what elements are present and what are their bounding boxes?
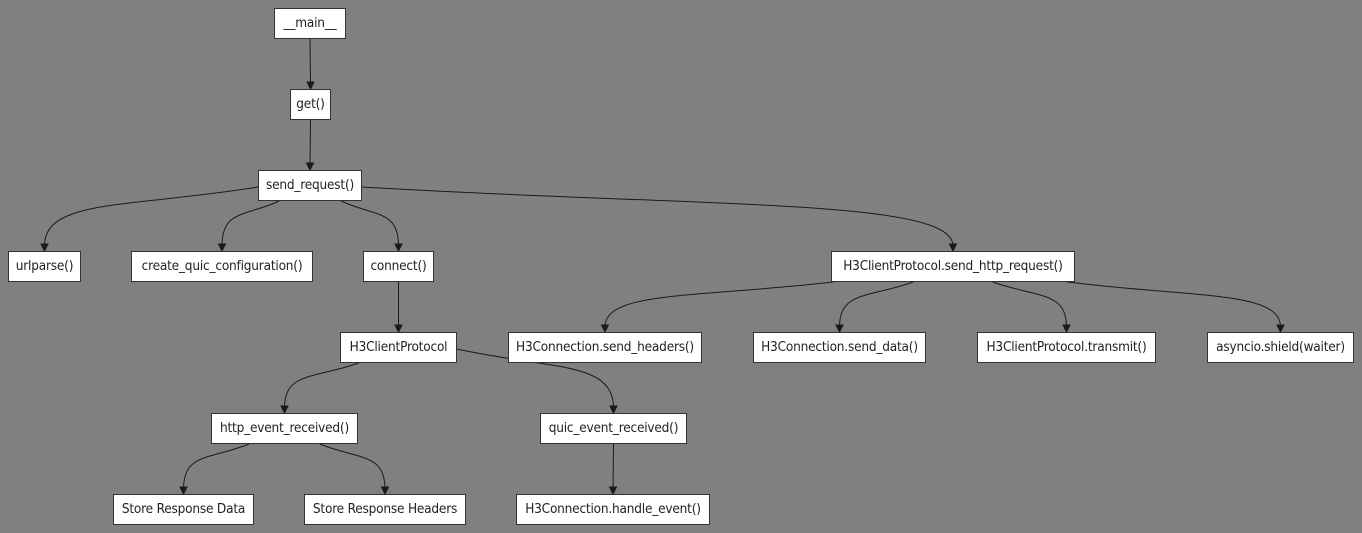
node-send-request: send_request() bbox=[258, 170, 362, 201]
edge-http_event_received-to-store_response_data bbox=[183, 443, 250, 490]
node-send-headers: H3Connection.send_headers() bbox=[508, 332, 702, 363]
edge-send_request-to-send_http_request bbox=[361, 186, 954, 247]
edge-h3clientprotocol-to-http_event_received bbox=[284, 362, 359, 409]
edge-main-to-get bbox=[309, 38, 311, 85]
edge-send_http_request-to-send_headers bbox=[604, 281, 834, 328]
node-h3clientprotocol: H3ClientProtocol bbox=[340, 332, 457, 363]
arrowhead-send_http_request bbox=[948, 243, 958, 253]
node-http-event-received: http_event_received() bbox=[211, 413, 358, 444]
edge-send_request-to-connect bbox=[340, 200, 399, 247]
arrowhead-store_response_headers bbox=[380, 486, 390, 496]
node-urlparse: urlparse() bbox=[8, 251, 81, 282]
arrowhead-h3clientprotocol bbox=[394, 324, 403, 334]
node-handle-event: H3Connection.handle_event() bbox=[516, 494, 710, 525]
node-connect: connect() bbox=[363, 251, 434, 282]
edge-send_http_request-to-transmit bbox=[992, 281, 1067, 328]
node-transmit: H3ClientProtocol.transmit() bbox=[977, 332, 1156, 363]
edge-send_http_request-to-send_data bbox=[839, 281, 914, 328]
arrowhead-get bbox=[306, 81, 315, 91]
arrowhead-handle_event bbox=[608, 486, 618, 496]
node-asyncio-shield: asyncio.shield(waiter) bbox=[1207, 332, 1354, 363]
node-store-response-headers: Store Response Headers bbox=[304, 494, 466, 525]
node-create-quic-configuration: create_quic_configuration() bbox=[131, 251, 313, 282]
arrowhead-connect bbox=[394, 243, 403, 253]
arrowhead-shield bbox=[1276, 324, 1285, 334]
edge-quic_event_received-to-handle_event bbox=[612, 443, 614, 490]
node-send-http-request: H3ClientProtocol.send_http_request() bbox=[831, 251, 1075, 282]
edge-h3clientprotocol-to-quic_event_received bbox=[456, 348, 614, 409]
node-send-data: H3Connection.send_data() bbox=[753, 332, 926, 363]
arrowhead-quic_event_received bbox=[609, 405, 618, 415]
edge-send_http_request-to-shield bbox=[1067, 281, 1281, 328]
edge-send_request-to-urlparse bbox=[44, 186, 259, 247]
node-main: __main__ bbox=[274, 8, 346, 39]
arrowhead-send_data bbox=[835, 324, 844, 334]
node-quic-event-received: quic_event_received() bbox=[540, 413, 687, 444]
node-store-response-data: Store Response Data bbox=[113, 494, 254, 525]
arrowhead-create_quic_configuration bbox=[217, 243, 227, 253]
arrowhead-urlparse bbox=[40, 243, 49, 253]
arrowhead-http_event_received bbox=[280, 405, 289, 415]
node-get: get() bbox=[290, 89, 331, 120]
arrowhead-transmit bbox=[1062, 324, 1071, 334]
edge-send_request-to-create_quic_configuration bbox=[221, 200, 280, 247]
edge-http_event_received-to-store_response_headers bbox=[319, 443, 386, 490]
edge-get-to-send_request bbox=[309, 119, 311, 166]
arrowhead-store_response_data bbox=[179, 486, 188, 496]
arrowhead-send_request bbox=[305, 162, 315, 172]
arrowhead-send_headers bbox=[600, 324, 610, 334]
